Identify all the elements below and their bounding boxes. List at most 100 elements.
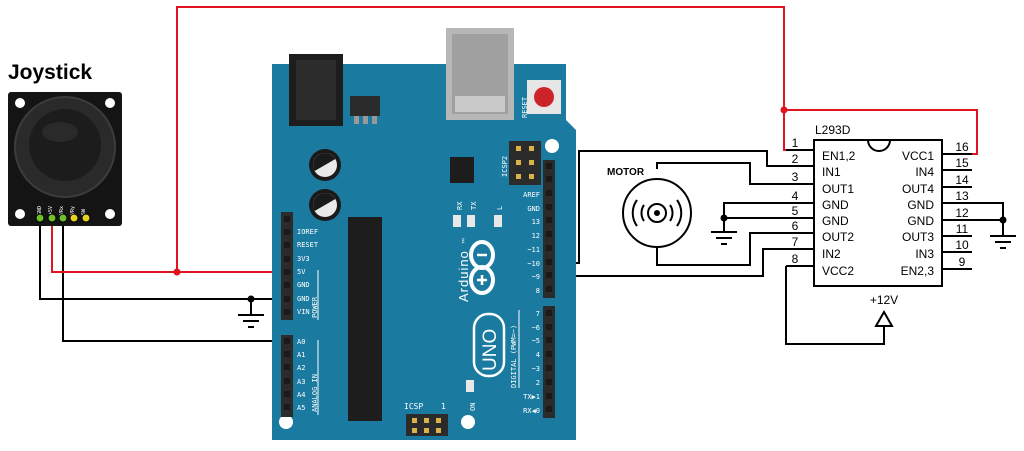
supply-12v: +12V: [870, 293, 898, 327]
digital-pin-label: 7: [536, 310, 540, 318]
pin-number: 7: [792, 235, 799, 249]
junction-dot: [720, 214, 728, 222]
digital-pin-label: ~6: [532, 324, 540, 332]
pin-number: 5: [792, 204, 799, 218]
digital-pin-label: AREF: [523, 191, 540, 199]
analog-pin-label: A4: [297, 391, 305, 399]
power-header: [281, 212, 293, 320]
junction-dot: [999, 216, 1007, 224]
junction-dot: [780, 106, 788, 114]
pin-name: EN2,3: [901, 264, 935, 278]
pin-number: 6: [792, 219, 799, 233]
digital-pin-label: ~11: [527, 246, 540, 254]
pin-name: VCC1: [902, 149, 934, 163]
power-pin-label: 5V: [297, 268, 306, 276]
digital-pin-label: GND: [527, 205, 540, 213]
digital-header-label: DIGITAL (PWM=~): [510, 325, 518, 388]
pin-name: OUT4: [902, 182, 934, 196]
analog-pin-label: A2: [297, 364, 305, 372]
power-pin-label: 3V3: [297, 255, 310, 263]
digital-pin-label: 2: [536, 379, 540, 387]
l-label: L: [496, 206, 504, 210]
joystick-title: Joystick: [8, 61, 92, 84]
joystick-pins: [35, 213, 91, 223]
digital-pin-label: TX▶1: [523, 393, 540, 401]
pin-name: IN4: [915, 165, 934, 179]
digital-pin-label: 12: [532, 232, 540, 240]
pin-number: 14: [955, 173, 969, 187]
arduino-trademark: ™: [461, 238, 468, 244]
pin-number: 15: [955, 156, 969, 170]
joystick-pin-label: SW: [81, 208, 87, 215]
joystick-pin-label: VRy: [70, 206, 76, 215]
icsp2-label: ICSP2: [501, 156, 509, 177]
reset-label: RESET: [521, 96, 529, 118]
pin-name: GND: [822, 214, 849, 228]
supply-label: +12V: [870, 293, 898, 307]
rx-label: RX: [456, 201, 464, 210]
pin-name: GND: [822, 198, 849, 212]
analog-pin-label: A0: [297, 338, 305, 346]
pin-number: 1: [792, 136, 799, 150]
junction-dot: [247, 295, 255, 303]
l293d-name: L293D: [815, 123, 851, 137]
uno-label: UNO: [480, 329, 501, 371]
power-header-label: POWER: [311, 296, 319, 318]
pin-name: EN1,2: [822, 149, 856, 163]
pin-name: VCC2: [822, 264, 854, 278]
digital-bottom-pin-labels: 7 ~6 ~5 4 ~3 2 TX▶1 RX◀0: [523, 310, 540, 415]
pin-name: OUT1: [822, 182, 854, 196]
pin-name: OUT2: [822, 230, 854, 244]
ground-symbol: [238, 314, 264, 328]
digital-pin-label: 8: [536, 287, 540, 295]
power-pin-label: GND: [297, 281, 310, 289]
ground-symbol: [711, 231, 737, 245]
pin-number: 8: [792, 252, 799, 266]
power-pin-label: IOREF: [297, 228, 318, 236]
pin-name: GND: [907, 214, 934, 228]
pin-name: IN1: [822, 165, 841, 179]
digital-pin-label: ~10: [527, 260, 540, 268]
pin-name: GND: [907, 198, 934, 212]
digital-pin-label: 4: [536, 351, 540, 359]
pin-number: 16: [955, 140, 969, 154]
analog-pin-labels: A0 A1 A2 A3 A4 A5: [297, 338, 305, 412]
pin-number: 3: [792, 170, 799, 184]
l293d-right-pin-numbers: 16 15 14 13 12 11 10 9: [955, 140, 969, 269]
motor-label: MOTOR: [607, 167, 645, 178]
icsp-label: ICSP: [404, 402, 423, 411]
pin-number: 11: [956, 222, 969, 236]
joystick-pin-label: +5V: [48, 206, 54, 215]
l293d-right-pin-names: VCC1 IN4 OUT4 GND GND OUT3 IN3 EN2,3: [901, 149, 935, 278]
digital-header-bottom: [543, 306, 555, 418]
icsp2-header: [509, 141, 541, 185]
l293d-left-pin-numbers: 1 2 3 4 5 6 7 8: [792, 136, 799, 266]
digital-pin-label: ~5: [532, 337, 540, 345]
joystick-pin-label: VRx: [59, 206, 65, 215]
analog-header-label: ANALOG IN: [311, 374, 319, 412]
pin-name: IN3: [915, 247, 934, 261]
joystick-module: Joystick GND +5V VRx VRy SW: [8, 61, 122, 226]
power-pin-label: RESET: [297, 241, 319, 249]
analog-pin-label: A5: [297, 404, 305, 412]
pin-name: OUT3: [902, 230, 934, 244]
pin-number: 12: [955, 206, 969, 220]
icsp-pin1-label: 1: [441, 402, 446, 411]
pin-number: 9: [959, 255, 966, 269]
digital-pin-label: RX◀0: [523, 407, 540, 415]
joystick-pin-labels: GND +5V VRx VRy SW: [37, 206, 87, 215]
tx-label: TX: [470, 201, 478, 210]
pin-number: 13: [955, 189, 969, 203]
arduino-logo-icon: [469, 240, 495, 295]
pin-number: 2: [792, 152, 799, 166]
digital-pin-label: ~9: [532, 273, 540, 281]
analog-header: [281, 335, 293, 417]
digital-pin-label: ~3: [532, 365, 540, 373]
motor: MOTOR: [607, 167, 692, 248]
arduino-board: RESET ICSP2 RX TX L ON: [272, 28, 576, 440]
digital-top-pin-labels: AREF GND 13 12 ~11 ~10 ~9 8: [523, 191, 540, 295]
arduino-brand: Arduino: [456, 250, 471, 302]
junction-dots: [173, 106, 1007, 303]
power-pin-label: VIN: [297, 308, 310, 316]
